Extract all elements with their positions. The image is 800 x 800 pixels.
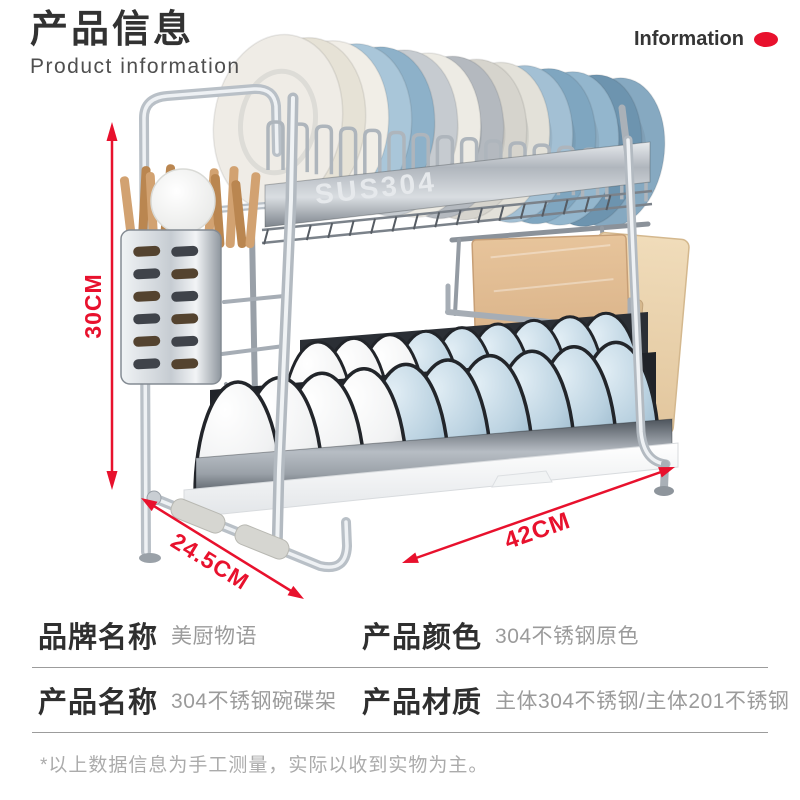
left-foot <box>139 553 161 563</box>
chopstick-holder <box>120 229 240 400</box>
holder-slot <box>133 313 161 325</box>
front-posts <box>271 92 674 558</box>
divider-wire <box>484 139 503 189</box>
grip <box>234 524 290 560</box>
spec-label: 品牌名称 <box>38 622 159 654</box>
divider <box>32 667 768 668</box>
holder-slot <box>171 290 199 302</box>
shelf-tick <box>391 216 398 232</box>
holder-slots <box>133 245 199 370</box>
drain-tray <box>183 418 679 519</box>
spec-value: 美厨物语 <box>171 625 258 648</box>
handle-highlight <box>152 496 349 569</box>
shelf-tick <box>562 199 569 215</box>
holder-slot <box>171 268 199 280</box>
shelf-tick <box>305 224 312 241</box>
shelf-tick <box>263 229 269 245</box>
shelf-tick <box>327 222 334 239</box>
height-dimension-arrow: 30CM <box>80 122 118 490</box>
page-header: 产品信息 Product information <box>30 9 241 79</box>
chopstick <box>245 172 261 249</box>
spec-label: 产品名称 <box>38 687 159 719</box>
shelf-tick <box>348 220 355 237</box>
shelf-tick <box>541 201 548 217</box>
spec-value: 主体304不锈钢/主体201不锈钢 <box>495 690 790 713</box>
shelf-tick <box>412 214 419 230</box>
holder-slot <box>133 358 161 370</box>
page-title: 产品信息 <box>30 9 195 51</box>
spec-row-1: 品牌名称 美厨物语 产品颜色 304不锈钢原色 <box>0 603 800 667</box>
height-arrowhead-bottom <box>106 471 118 490</box>
divider-wire <box>363 128 382 179</box>
grip <box>170 498 226 534</box>
divider-wire <box>508 141 527 191</box>
tray-tab <box>491 470 553 488</box>
left-frame-highlight <box>142 87 279 554</box>
bottom-handle <box>139 490 353 572</box>
corner-label: Information <box>634 28 744 50</box>
spec-value: 304不锈钢碗碟架 <box>171 690 337 713</box>
left-mid-post <box>249 229 258 399</box>
right-foot <box>654 486 674 496</box>
holder-slot <box>133 335 161 347</box>
width-arrowhead-left <box>402 552 419 563</box>
handle-grip-2 <box>234 524 290 560</box>
shelf-tick <box>584 197 590 213</box>
shelf-tick <box>498 205 505 222</box>
plate-ring <box>237 68 319 176</box>
holder-slot <box>171 245 199 257</box>
spec-cell-color: 产品颜色 304不锈钢原色 <box>362 614 639 656</box>
spec-label: 产品颜色 <box>362 622 483 654</box>
front-left-post-highlight <box>275 96 295 554</box>
holder-slot <box>133 268 161 280</box>
spec-cell-name: 产品名称 304不锈钢碗碟架 <box>38 679 362 721</box>
chopstick <box>231 180 247 248</box>
height-arrowhead-top <box>106 122 118 141</box>
shelf-tick <box>605 194 612 211</box>
width-arrowhead-right <box>658 467 675 478</box>
band-plate <box>264 141 651 228</box>
divider <box>32 732 768 733</box>
spec-cell-material: 产品材质 主体304不锈钢/主体201不锈钢 <box>362 679 789 721</box>
depth-arrowhead-left <box>141 498 158 512</box>
left-support-bars <box>220 294 286 356</box>
spec-table: 品牌名称 美厨物语 产品颜色 304不锈钢原色 产品名称 304不锈钢碗碟架 产… <box>0 603 800 733</box>
spec-value: 304不锈钢原色 <box>495 625 640 648</box>
shelf-tick <box>434 212 441 228</box>
holder-slot <box>133 245 161 257</box>
shelf-tick <box>370 218 376 234</box>
divider-wire <box>459 137 479 187</box>
holder-slot <box>133 290 161 302</box>
shelf-tick <box>519 203 526 219</box>
footnote: *以上数据信息为手工测量，实际以收到实物为主。 <box>40 755 489 776</box>
spec-row-2: 产品名称 304不锈钢碗碟架 产品材质 主体304不锈钢/主体201不锈钢 <box>0 668 800 732</box>
divider-wire <box>266 120 285 170</box>
spec-cell-brand: 品牌名称 美厨物语 <box>38 614 362 656</box>
board-back-rail <box>449 221 651 243</box>
height-label: 30CM <box>80 273 106 338</box>
sus304-band: SUS304 <box>264 104 651 228</box>
shelf-tick <box>455 209 462 226</box>
corner-tag: Information <box>634 28 778 51</box>
page-subtitle: Product information <box>30 54 241 78</box>
divider-wire <box>411 132 430 183</box>
divider-wire <box>314 124 334 175</box>
depth-arrowhead-right <box>287 585 304 599</box>
utensil-paddle <box>150 168 216 234</box>
divider-wire <box>532 143 551 194</box>
holder-slot <box>171 358 199 370</box>
width-line <box>415 470 662 560</box>
holder-slot <box>171 335 199 347</box>
shelf-tick <box>477 207 483 224</box>
red-dot-icon <box>754 32 778 47</box>
divider-wire <box>435 134 455 185</box>
holder-slot <box>171 313 199 325</box>
shelf-wire <box>261 189 653 232</box>
divider-wire <box>387 130 406 181</box>
depth-line <box>152 504 293 593</box>
divider-wire <box>338 126 358 177</box>
handle-grip-1 <box>170 498 226 534</box>
spec-label: 产品材质 <box>362 687 483 719</box>
